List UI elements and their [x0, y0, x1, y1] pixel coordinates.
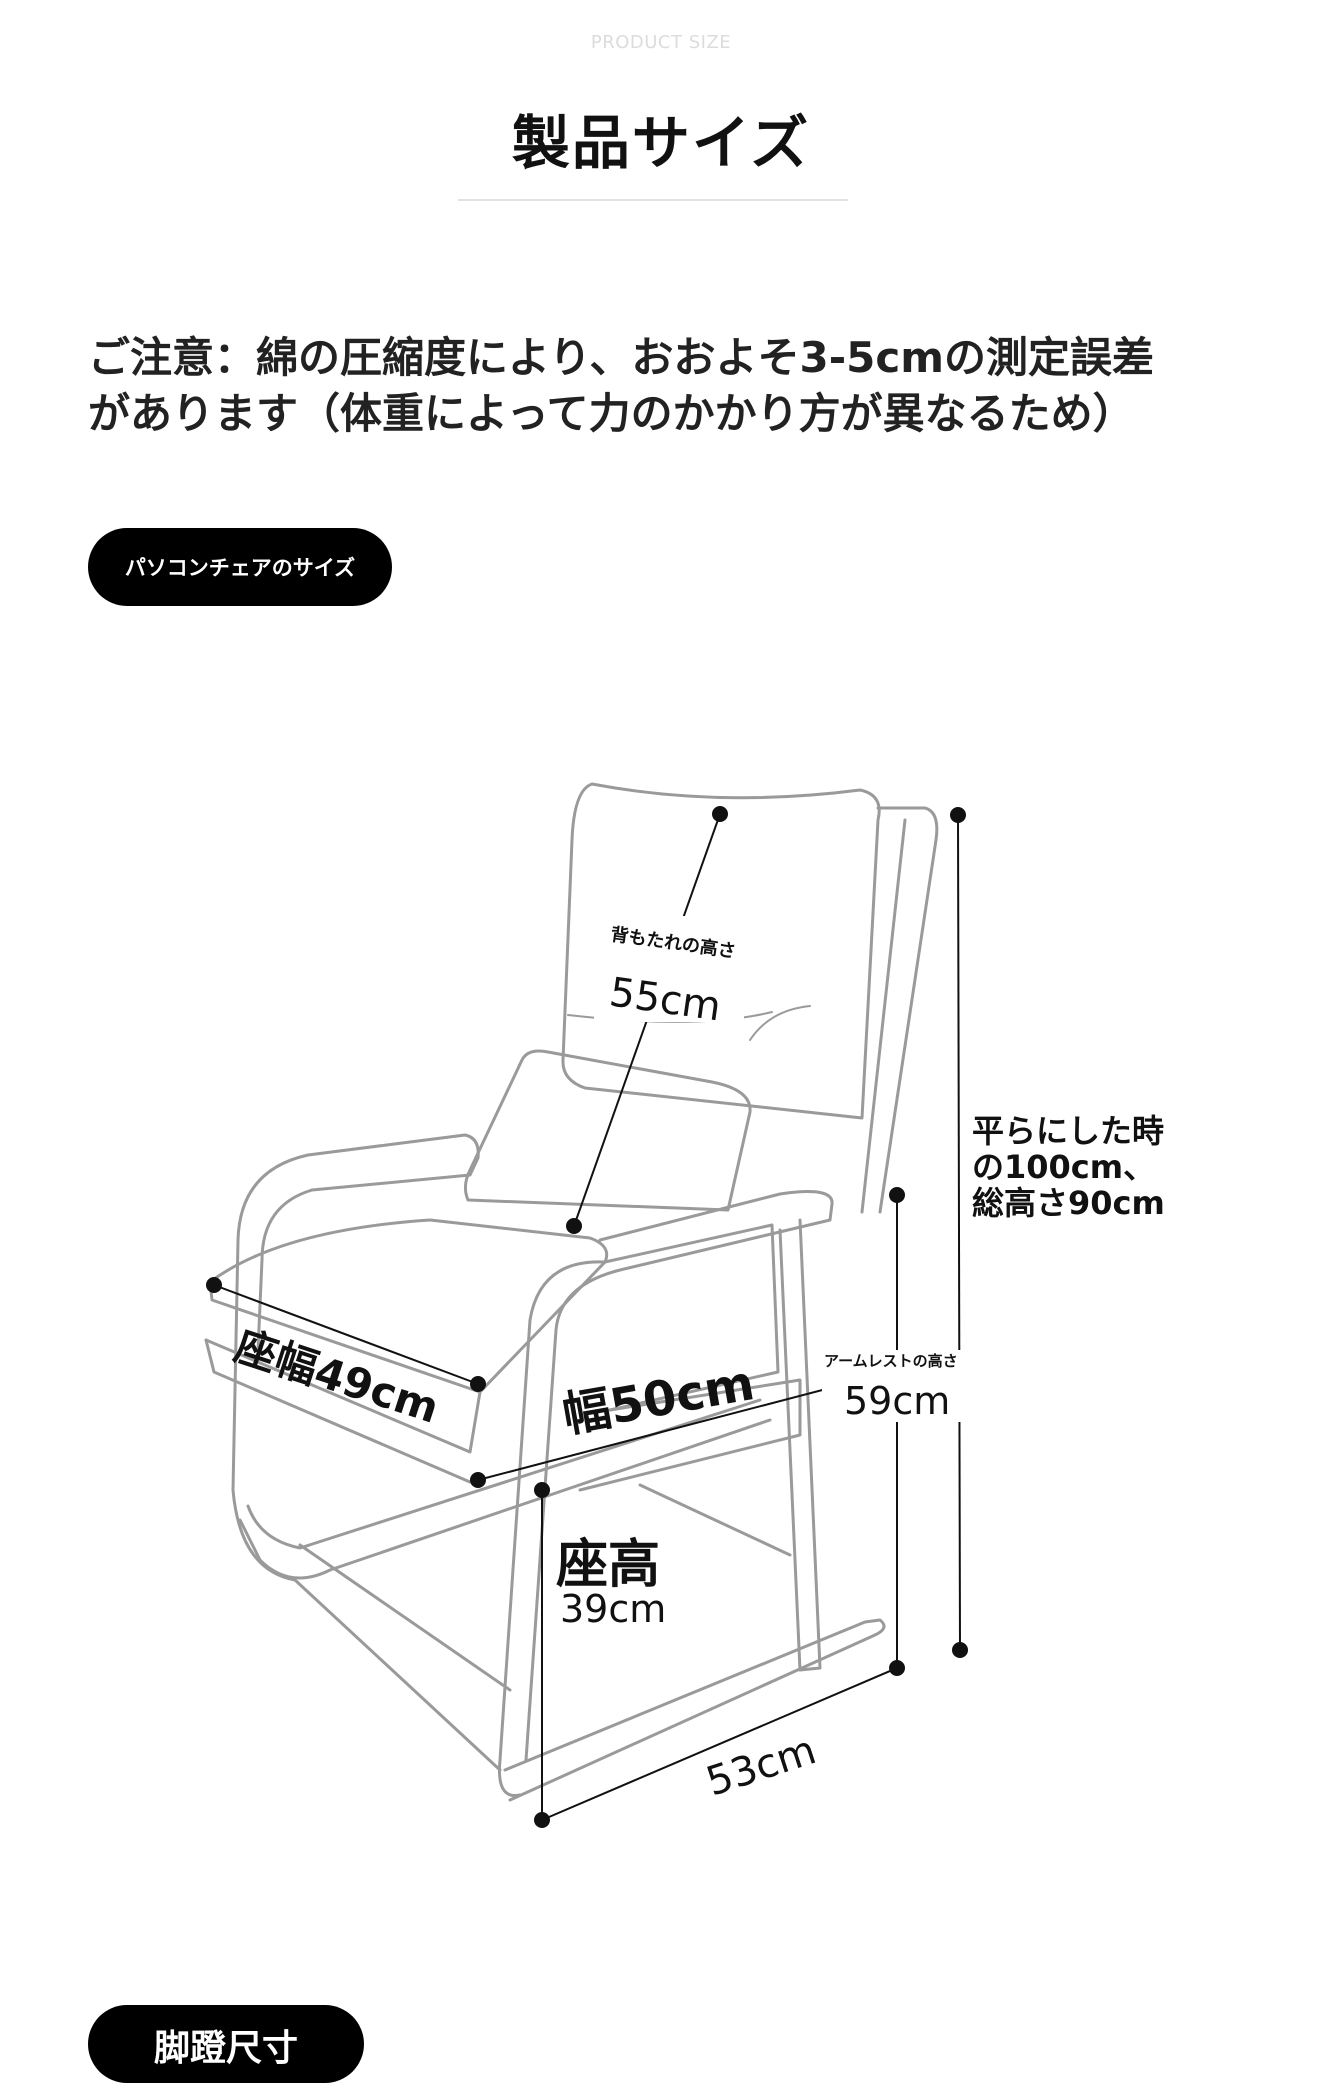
depth-value: 53cm — [701, 1727, 822, 1805]
page-title: 製品サイズ — [511, 109, 811, 177]
dot-backrest-top — [712, 806, 728, 822]
dot-armrest-top — [889, 1187, 905, 1203]
total-height-line — [957, 814, 961, 1651]
seat-height-label: 座高 — [556, 1535, 660, 1595]
depth-line — [541, 1667, 898, 1821]
dimension-lines — [213, 813, 961, 1821]
width-line — [477, 1381, 854, 1481]
total-height-line-2: の100cm、 — [972, 1148, 1155, 1186]
dimension-dots — [206, 806, 968, 1828]
total-height-line-3: 総高さ90cm — [972, 1184, 1165, 1222]
chair-size-tab: パソコンチェアのサイズ — [88, 528, 392, 606]
footstool-size-tab: 脚蹬尺寸 — [88, 2005, 364, 2083]
seat-height-label-bg — [552, 1534, 670, 1630]
dot-backrest-bottom — [566, 1218, 582, 1234]
dot-total-top — [950, 807, 966, 823]
armrest-height-value: 59cm — [844, 1379, 950, 1423]
armrest-height-label: アームレストの高さ — [824, 1352, 958, 1370]
product-size-eyebrow: PRODUCT SIZE — [590, 32, 732, 53]
seat-width-label: 座幅49cm — [229, 1321, 445, 1433]
backrest-label-bg — [594, 916, 744, 1022]
width-label: 幅50cm — [558, 1355, 758, 1444]
chair-outline — [204, 782, 939, 1802]
dot-seat-left — [206, 1277, 222, 1293]
dot-seat-height-top — [534, 1482, 550, 1498]
dot-seat-right — [470, 1376, 486, 1392]
notice-line-1: ご注意：綿の圧縮度により、おおよそ3-5cmの測定誤差 — [88, 333, 1155, 382]
seat-width-line — [213, 1284, 479, 1385]
seat-height-value: 39cm — [560, 1587, 666, 1631]
total-height-line-1: 平らにした時 — [972, 1112, 1164, 1150]
notice-line-2: があります（体重によって力のかかり方が異なるため） — [88, 389, 1135, 438]
dot-width-left — [470, 1472, 486, 1488]
title-divider — [458, 199, 848, 201]
measurement-notice: ご注意：綿の圧縮度により、おおよそ3-5cmの測定誤差 があります（体重によって… — [88, 330, 1308, 442]
dot-total-bottom — [952, 1642, 968, 1658]
dot-depth-front — [534, 1812, 550, 1828]
armrest-label-bg — [822, 1350, 970, 1422]
dot-armrest-bottom — [889, 1660, 905, 1676]
